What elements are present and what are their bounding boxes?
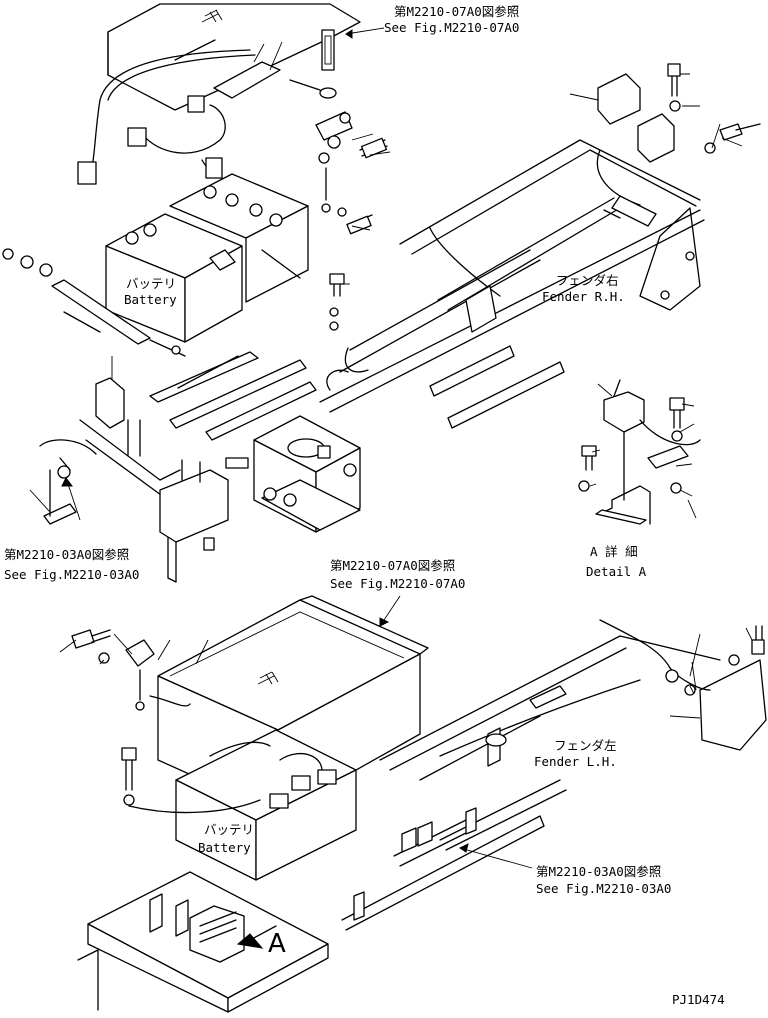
battery-bottom-label-jp: バッテリ — [204, 822, 254, 837]
left-front-frame — [39, 377, 229, 583]
fender-lh-label-jp: フェンダ左 — [554, 738, 617, 753]
lower-base-plate — [77, 871, 329, 1013]
drawing-code: PJ1D474 — [672, 992, 725, 1007]
rear-lamp-lh — [665, 625, 767, 751]
battery-relay — [213, 61, 388, 235]
fender-rh-label-jp: フェンダ右 — [556, 273, 619, 288]
battery-top-label-jp: バッテリ — [126, 276, 176, 291]
detail-a-view — [578, 379, 701, 525]
left-reference-en: See Fig.M2210-03A0 — [4, 567, 139, 582]
fender-rh-label-en: Fender R.H. — [542, 289, 625, 304]
battery-bottom-label-en: Battery — [198, 840, 251, 855]
lower-hardware-left — [71, 629, 261, 814]
main-frame — [319, 139, 705, 429]
detail-a-title-en: Detail A — [586, 564, 647, 579]
top-reference-en: See Fig.M2210-07A0 — [384, 20, 519, 35]
upper-batteries — [105, 173, 309, 343]
bottom-reference-en: See Fig.M2210-03A0 — [536, 881, 671, 896]
view-a-marker: A — [268, 929, 286, 959]
lower-assembly — [71, 595, 767, 1013]
battery-top-label-en: Battery — [124, 292, 177, 307]
center-base-pedestal — [253, 415, 361, 533]
fender-lh-label-en: Fender L.H. — [534, 754, 617, 769]
upper-cover-box — [107, 3, 361, 111]
mid-reference-en: See Fig.M2210-07A0 — [330, 576, 465, 591]
left-reference-jp: 第M2210-03A0図参照 — [4, 547, 129, 562]
lower-frame — [341, 619, 721, 931]
upper-assembly — [2, 3, 761, 583]
text-labels: 第M2210-07A0図参照 See Fig.M2210-07A0 バッテリ B… — [4, 4, 725, 1007]
bottom-reference-jp: 第M2210-03A0図参照 — [536, 864, 661, 879]
leader-lines — [29, 27, 753, 869]
top-reference-jp: 第M2210-07A0図参照 — [394, 4, 519, 19]
lower-batteries — [175, 729, 357, 881]
rear-lamp-rh — [596, 63, 761, 227]
mid-reference-jp: 第M2210-07A0図参照 — [330, 558, 455, 573]
upper-washers — [2, 248, 186, 357]
detail-a-title-jp: A 詳 細 — [590, 544, 638, 559]
